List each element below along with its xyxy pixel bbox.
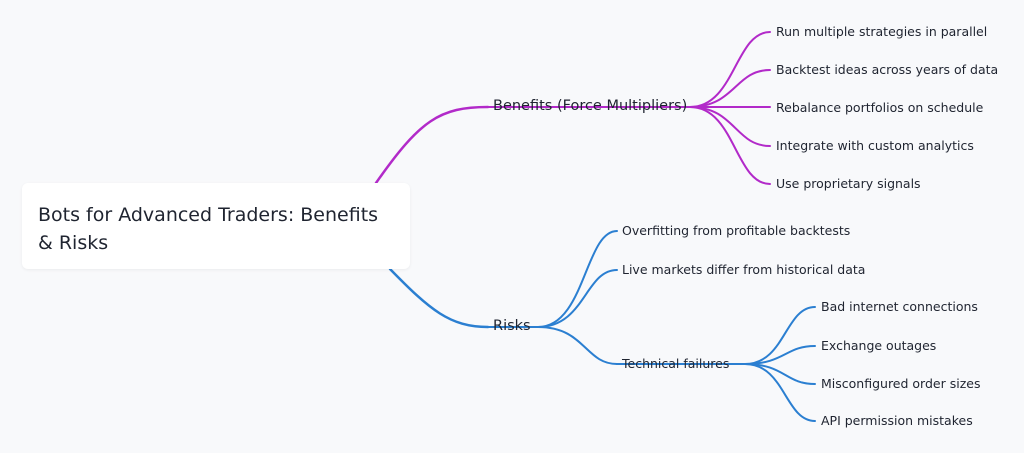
connector-tech-3 <box>744 363 816 385</box>
branch-benefits[interactable]: Benefits (Force Multipliers) <box>493 98 688 114</box>
connector-tech-1 <box>744 306 816 365</box>
connector-benefit-5 <box>689 106 771 185</box>
connector-root-risks <box>388 267 490 329</box>
connector-benefit-2 <box>689 69 771 108</box>
connector-benefit-4 <box>689 106 771 147</box>
benefit-item[interactable]: Integrate with custom analytics <box>776 138 974 153</box>
technical-failure-item[interactable]: Misconfigured order sizes <box>821 376 981 391</box>
connector-root-benefits <box>374 105 490 185</box>
root-title: Bots for Advanced Traders: Benefits & Ri… <box>38 204 379 254</box>
root-node[interactable]: Bots for Advanced Traders: Benefits & Ri… <box>22 183 410 269</box>
technical-failure-item[interactable]: API permission mistakes <box>821 413 973 428</box>
connector-benefit-1 <box>689 31 771 108</box>
benefit-item[interactable]: Use proprietary signals <box>776 176 921 191</box>
branch-risks[interactable]: Risks <box>493 318 531 334</box>
connector-tech-4 <box>744 363 816 422</box>
connector-risk-3 <box>537 326 618 365</box>
benefit-item[interactable]: Rebalance portfolios on schedule <box>776 100 984 115</box>
benefit-item[interactable]: Backtest ideas across years of data <box>776 62 999 77</box>
technical-failure-item[interactable]: Bad internet connections <box>821 299 978 314</box>
risk-item[interactable]: Overfitting from profitable backtests <box>622 223 851 238</box>
risk-item[interactable]: Live markets differ from historical data <box>622 262 866 277</box>
technical-failure-item[interactable]: Exchange outages <box>821 338 937 353</box>
connector-risk-1 <box>537 230 618 328</box>
risk-item-technical-failures[interactable]: Technical failures <box>622 356 730 371</box>
connector-risk-2 <box>537 269 618 328</box>
connector-tech-2 <box>744 345 816 365</box>
benefit-item[interactable]: Run multiple strategies in parallel <box>776 24 988 39</box>
